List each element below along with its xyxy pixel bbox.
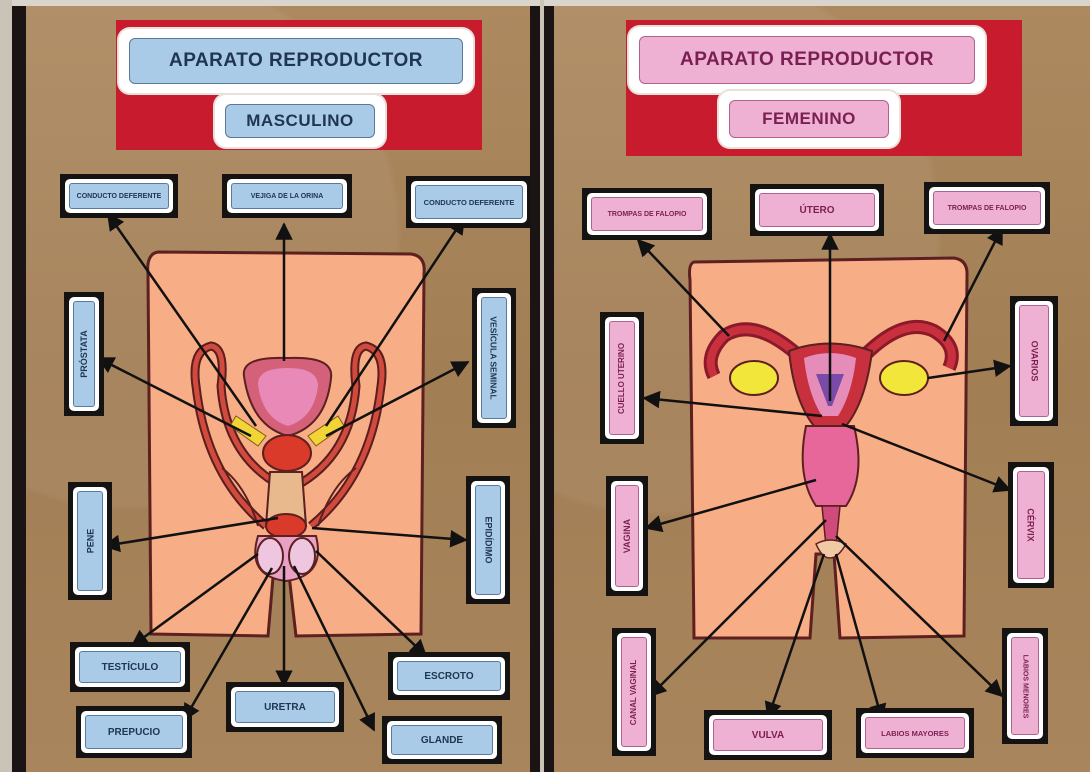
- label-labios-mayores: LABIOS MAYORES: [856, 708, 974, 758]
- label-vulva: VULVA: [704, 710, 832, 760]
- ovary-left: [730, 361, 778, 395]
- female-title-line1-text: APARATO REPRODUCTOR: [639, 36, 975, 84]
- label-cuello-uterino: CUELLO UTERINO: [600, 312, 644, 444]
- label-trompas-right: TROMPAS DE FALOPIO: [924, 182, 1050, 234]
- female-title-line1: APARATO REPRODUCTOR: [632, 30, 982, 90]
- label-vagina: VAGINA: [606, 476, 648, 596]
- testicle-right: [289, 538, 315, 574]
- male-title-line1-text: APARATO REPRODUCTOR: [129, 38, 463, 84]
- label-epididimo: EPIDÍDIMO: [466, 476, 510, 604]
- female-title-line2: FEMENINO: [722, 94, 896, 144]
- label-uretra: URETRA: [226, 682, 344, 732]
- label-prepucio: PREPUCIO: [76, 706, 192, 758]
- label-conducto-deferente-right: CONDUCTO DEFERENTE: [406, 176, 532, 228]
- label-pene: PENE: [68, 482, 112, 600]
- label-glande: GLANDE: [382, 716, 502, 764]
- label-vejiga: VEJIGA DE LA ORINA: [222, 174, 352, 218]
- wall-left: [0, 0, 12, 772]
- label-conducto-deferente-left: CONDUCTO DEFERENTE: [60, 174, 178, 218]
- female-title-line2-text: FEMENINO: [729, 100, 889, 138]
- male-title-line2-text: MASCULINO: [225, 104, 375, 138]
- label-labios-menores: LABIOS MENORES: [1002, 628, 1048, 744]
- poster-male: APARATO REPRODUCTOR MASCULINO CONDUCTO D…: [12, 6, 540, 772]
- label-prostata: PRÓSTATA: [64, 292, 104, 416]
- label-escroto: ESCROTO: [388, 652, 510, 700]
- ovary-right: [880, 361, 928, 395]
- label-canal-vaginal: CANAL VAGINAL: [612, 628, 656, 756]
- label-testiculo: TESTÍCULO: [70, 642, 190, 692]
- label-vesicula-seminal: VESÍCULA SEMINAL: [472, 288, 516, 428]
- male-title-line2: MASCULINO: [218, 98, 382, 144]
- prostate-shape: [263, 435, 311, 471]
- male-title-line1: APARATO REPRODUCTOR: [122, 32, 470, 90]
- label-ovarios: OVARIOS: [1010, 296, 1058, 426]
- label-cervix: CÉRVIX: [1008, 462, 1054, 588]
- glans-shape: [266, 514, 306, 538]
- poster-female: APARATO REPRODUCTOR FEMENINO TROMPAS DE …: [544, 6, 1090, 772]
- label-trompas-left: TROMPAS DE FALOPIO: [582, 188, 712, 240]
- label-utero: ÚTERO: [750, 184, 884, 236]
- testicle-left: [257, 538, 283, 574]
- vagina-shape: [803, 426, 859, 506]
